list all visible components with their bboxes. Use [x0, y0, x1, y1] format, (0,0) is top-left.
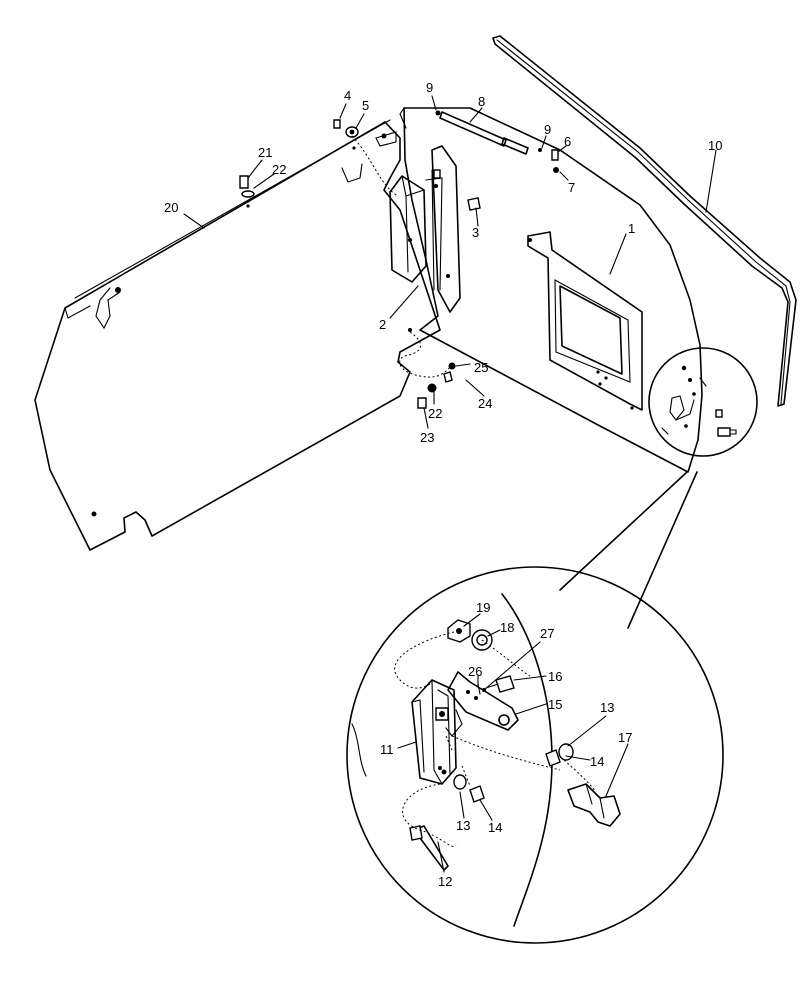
callout-4: 4 [344, 88, 351, 103]
callout-19: 19 [476, 600, 490, 615]
seal-strip [492, 35, 797, 407]
callout-3: 3 [472, 225, 479, 240]
callout-22-upper: 22 [272, 162, 286, 177]
gas-strut [435, 110, 542, 155]
callout-6: 6 [564, 134, 571, 149]
callout-10: 10 [708, 138, 722, 153]
callout-18: 18 [500, 620, 514, 635]
callout-9-upper: 9 [426, 80, 433, 95]
hinge [389, 145, 461, 313]
callout-13-lower: 13 [456, 818, 470, 833]
callout-23: 23 [420, 430, 434, 445]
callout-16: 16 [548, 669, 562, 684]
detail-enlargement [346, 566, 724, 944]
callout-labels: 1 2 3 4 5 6 7 8 9 9 10 11 12 13 13 14 14… [164, 80, 722, 889]
callout-15: 15 [548, 697, 562, 712]
callout-7: 7 [568, 180, 575, 195]
callout-12: 12 [438, 874, 452, 889]
callout-5: 5 [362, 98, 369, 113]
hardware [239, 119, 559, 409]
callout-21: 21 [258, 145, 272, 160]
callout-9-lower: 9 [544, 122, 551, 137]
callout-1: 1 [628, 221, 635, 236]
callout-17: 17 [618, 730, 632, 745]
leader-lines [183, 95, 717, 873]
callout-8: 8 [478, 94, 485, 109]
callout-2: 2 [379, 317, 386, 332]
callout-13-right: 13 [600, 700, 614, 715]
callout-26: 26 [468, 664, 482, 679]
left-panel [34, 119, 441, 551]
callout-11: 11 [380, 742, 394, 757]
callout-22-lower: 22 [428, 406, 442, 421]
callout-20: 20 [164, 200, 178, 215]
callout-27: 27 [540, 626, 554, 641]
callout-25: 25 [474, 360, 488, 375]
callout-14-lower: 14 [488, 820, 502, 835]
callout-14-right: 14 [590, 754, 604, 769]
callout-24: 24 [478, 396, 492, 411]
main-panel [399, 107, 758, 473]
